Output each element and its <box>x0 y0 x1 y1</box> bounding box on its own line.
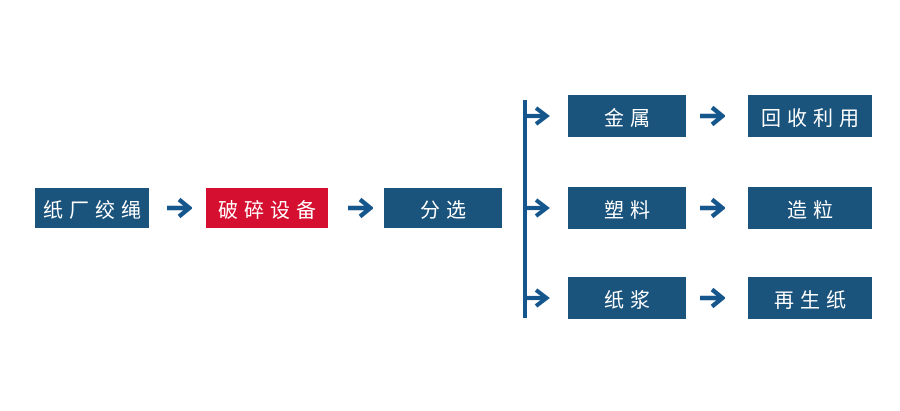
node-recycled-paper: 再生纸 <box>748 277 872 319</box>
flow-arrow-icon <box>167 197 192 219</box>
node-paper-mill-rope: 纸厂绞绳 <box>35 188 149 228</box>
flow-arrow-icon <box>700 197 725 219</box>
node-granulation: 造粒 <box>748 187 872 229</box>
node-plastic: 塑料 <box>568 187 686 229</box>
flow-arrow-icon <box>700 105 725 127</box>
node-metal: 金属 <box>568 95 686 137</box>
node-recycling-reuse: 回收利用 <box>748 95 872 137</box>
flow-arrow-icon <box>348 197 373 219</box>
branch-connector-line <box>523 100 550 318</box>
node-pulp: 纸浆 <box>568 277 686 319</box>
node-sorting: 分选 <box>384 188 502 228</box>
node-crushing-equipment: 破碎设备 <box>206 188 328 228</box>
flow-arrow-icon <box>700 287 725 309</box>
